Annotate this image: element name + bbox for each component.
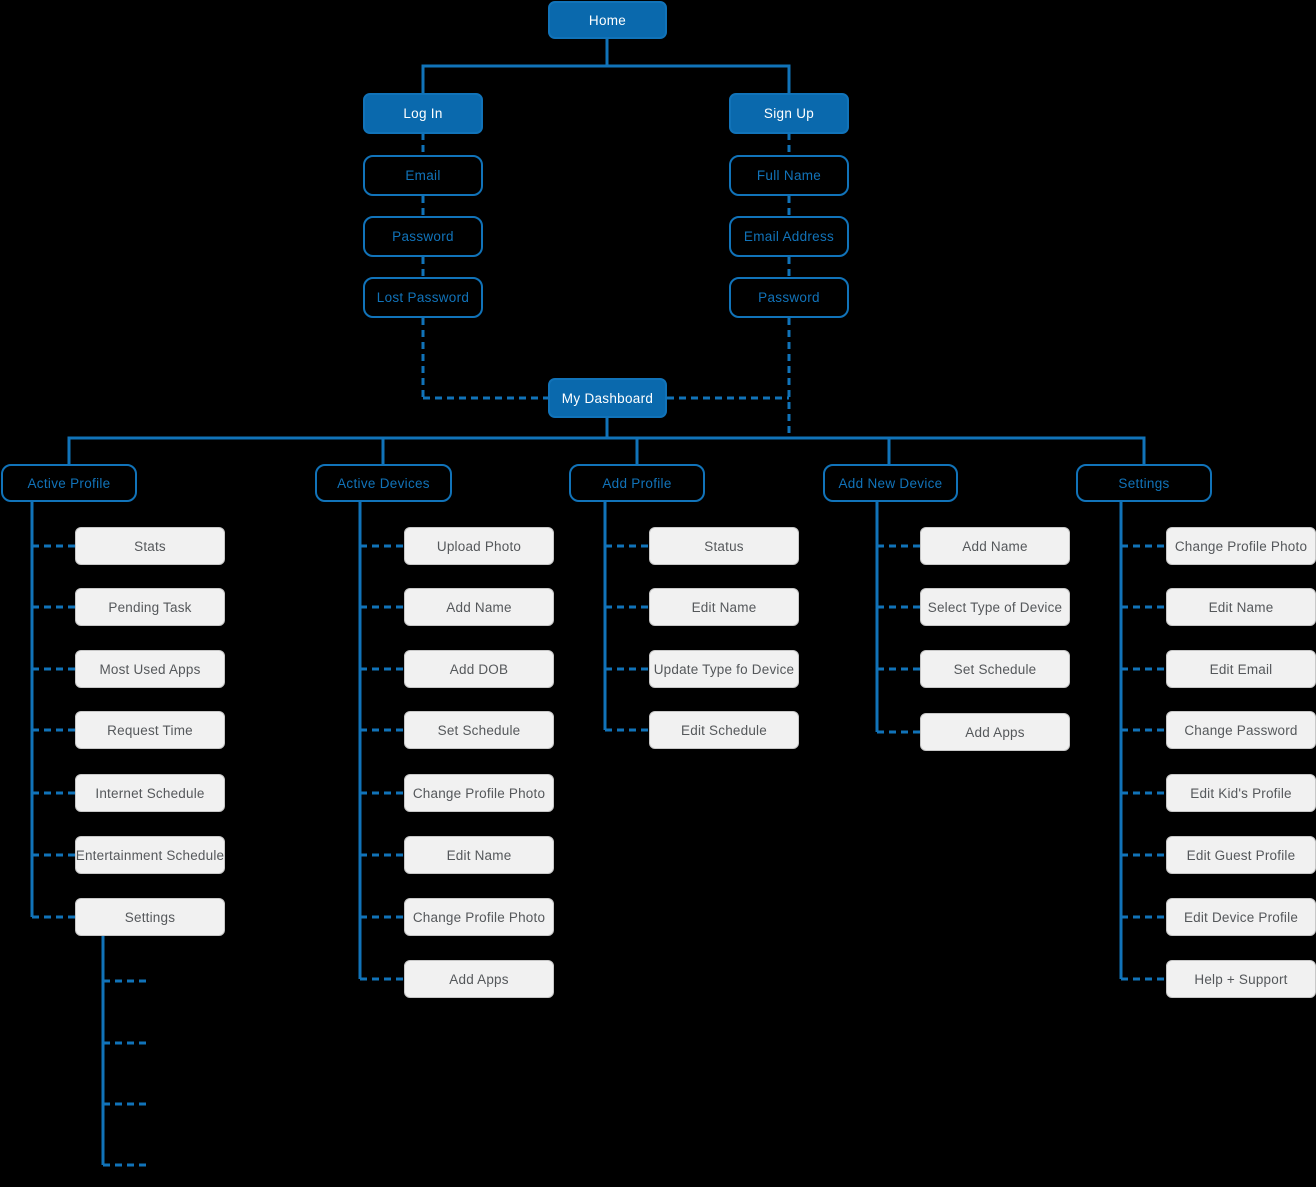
node-update-type-of-device: Update Type fo Device xyxy=(649,650,799,688)
node-help-support: Help + Support xyxy=(1166,960,1316,998)
node-add-dob: Add DOB xyxy=(404,650,554,688)
node-device-add-apps: Add Apps xyxy=(920,713,1070,751)
node-email-address: Email Address xyxy=(729,216,849,257)
node-log-in: Log In xyxy=(363,93,483,134)
add-new-device-stubs xyxy=(877,544,920,734)
node-email: Email xyxy=(363,155,483,196)
node-full-name: Full Name xyxy=(729,155,849,196)
node-settings: Settings xyxy=(1076,464,1212,502)
settings-substubs xyxy=(103,979,150,1167)
node-edit-email: Edit Email xyxy=(1166,650,1316,688)
node-change-profile-photo: Change Profile Photo xyxy=(404,774,554,812)
node-edit-kids-profile: Edit Kid's Profile xyxy=(1166,774,1316,812)
node-set-schedule: Set Schedule xyxy=(404,711,554,749)
node-stats: Stats xyxy=(75,527,225,565)
node-sign-up: Sign Up xyxy=(729,93,849,134)
settings-stubs xyxy=(1121,544,1166,981)
active-devices-stubs xyxy=(360,544,404,981)
node-select-type-of-device: Select Type of Device xyxy=(920,588,1070,626)
node-change-password: Change Password xyxy=(1166,711,1316,749)
column-spines xyxy=(30,502,1123,1165)
node-edit-name-profile: Edit Name xyxy=(649,588,799,626)
active-profile-stubs xyxy=(32,544,75,919)
node-active-devices: Active Devices xyxy=(315,464,452,502)
node-active-profile: Active Profile xyxy=(1,464,137,502)
node-edit-device-profile: Edit Device Profile xyxy=(1166,898,1316,936)
node-device-set-schedule: Set Schedule xyxy=(920,650,1070,688)
node-internet-schedule: Internet Schedule xyxy=(75,774,225,812)
node-settings-change-profile-photo: Change Profile Photo xyxy=(1166,527,1316,565)
node-request-time: Request Time xyxy=(75,711,225,749)
node-home: Home xyxy=(548,1,667,39)
node-add-profile: Add Profile xyxy=(569,464,705,502)
node-lost-password: Lost Password xyxy=(363,277,483,318)
node-most-used-apps: Most Used Apps xyxy=(75,650,225,688)
home-branch-line xyxy=(421,38,791,93)
add-profile-stubs xyxy=(605,544,649,732)
node-entertainment-schedule: Entertainment Schedule xyxy=(75,836,225,874)
node-edit-schedule: Edit Schedule xyxy=(649,711,799,749)
dashboard-branch-line xyxy=(67,417,1146,464)
node-password: Password xyxy=(363,216,483,257)
node-my-dashboard: My Dashboard xyxy=(548,378,667,418)
node-change-profile-photo-2: Change Profile Photo xyxy=(404,898,554,936)
node-status: Status xyxy=(649,527,799,565)
node-edit-guest-profile: Edit Guest Profile xyxy=(1166,836,1316,874)
node-device-add-name: Add Name xyxy=(920,527,1070,565)
node-pending-task: Pending Task xyxy=(75,588,225,626)
node-signup-password: Password xyxy=(729,277,849,318)
node-profile-settings: Settings xyxy=(75,898,225,936)
node-edit-name: Edit Name xyxy=(404,836,554,874)
node-add-apps: Add Apps xyxy=(404,960,554,998)
node-upload-photo: Upload Photo xyxy=(404,527,554,565)
node-settings-edit-name: Edit Name xyxy=(1166,588,1316,626)
node-add-name: Add Name xyxy=(404,588,554,626)
node-add-new-device: Add New Device xyxy=(823,464,958,502)
